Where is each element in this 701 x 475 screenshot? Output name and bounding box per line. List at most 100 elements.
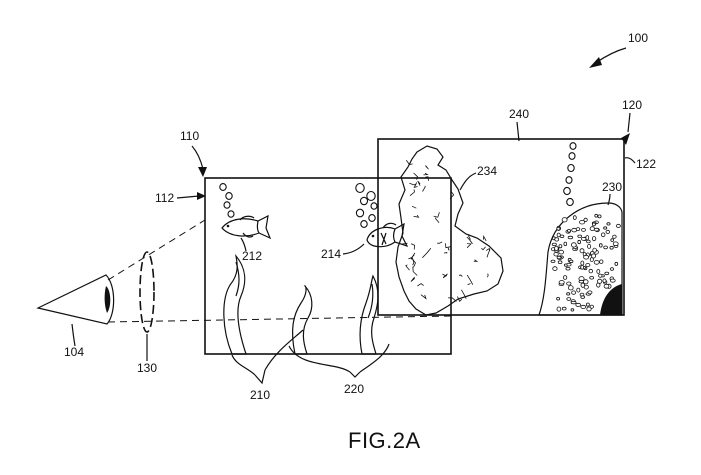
coral-dot	[556, 232, 561, 238]
coral-dot	[567, 229, 572, 233]
coral-dot	[610, 267, 614, 271]
leader-104	[71, 323, 76, 347]
coral-dot	[552, 266, 558, 271]
rock-crack	[420, 294, 427, 300]
rock-crack	[461, 289, 467, 299]
rock-crack	[445, 243, 451, 249]
coral-dot	[616, 223, 621, 228]
eye-cone	[36, 274, 115, 325]
coral-dot	[605, 229, 610, 234]
coral-dot	[577, 239, 581, 245]
coral-dot	[572, 215, 577, 220]
label-230: 230	[602, 180, 622, 194]
arrowhead-112-icon	[197, 192, 206, 200]
coral-dot	[580, 264, 584, 270]
label-104: 104	[64, 345, 84, 359]
fish-214-icon	[366, 222, 409, 248]
coral-texture	[550, 213, 621, 312]
rock-crack	[481, 246, 486, 251]
label-130: 130	[137, 361, 157, 375]
rock-crack	[405, 264, 410, 271]
coral-dot	[558, 280, 565, 285]
rock-crack	[425, 165, 429, 170]
coral-dot	[557, 260, 563, 265]
coral-dot	[566, 297, 572, 301]
coral-230	[538, 202, 623, 316]
coral-dot	[601, 232, 606, 238]
coral-dot	[593, 260, 600, 265]
rock-crack	[467, 283, 471, 286]
rock-crack	[411, 254, 415, 263]
rock-crack	[483, 235, 487, 242]
coral-dot	[583, 279, 589, 285]
coral-dot	[562, 275, 568, 280]
plant-1	[223, 253, 247, 355]
label-214: 214	[321, 247, 341, 261]
coral-dot	[579, 219, 586, 225]
coral-dot	[603, 245, 608, 250]
coral-dot	[591, 253, 596, 259]
coral-dot	[603, 226, 608, 230]
label-100: 100	[628, 31, 648, 45]
rock-crack	[422, 185, 426, 192]
rock-crack	[466, 236, 473, 244]
coral-dot	[558, 249, 564, 255]
focus-ring-130: 130	[137, 251, 157, 375]
rock-crack	[435, 217, 440, 223]
coral-dot	[589, 304, 594, 309]
coral-dot	[583, 254, 589, 260]
system-reference: 100	[589, 31, 648, 68]
coral-dot	[592, 222, 596, 227]
coral-dot	[576, 287, 581, 293]
rock-234	[395, 145, 504, 316]
label-240: 240	[509, 107, 529, 121]
rock-crack	[457, 296, 463, 302]
coral-dot	[570, 300, 577, 305]
figure-caption: FIG.2A	[348, 428, 421, 453]
rock-crack	[458, 274, 463, 277]
rock-outline	[395, 145, 504, 316]
coral-dot	[561, 217, 568, 223]
coral-dot	[603, 283, 610, 289]
brace-210: 210	[231, 329, 304, 402]
coral-dot	[606, 222, 611, 226]
plant-3	[359, 274, 379, 355]
rock-crack	[448, 297, 457, 302]
rock-texture	[402, 159, 491, 302]
sight-line-lower	[107, 315, 452, 323]
near-bubbles-right	[355, 182, 378, 228]
coral-dot	[556, 226, 561, 231]
rock-crack	[437, 241, 443, 244]
leader-112	[176, 195, 200, 199]
coral-dot	[566, 262, 572, 267]
coral-dot	[563, 241, 568, 247]
plant-2	[291, 285, 313, 355]
coral-dot	[580, 304, 587, 309]
rock-crack	[413, 214, 420, 218]
coral-dot	[581, 227, 586, 232]
rock-crack	[422, 247, 432, 258]
coral-dot	[550, 259, 556, 263]
rock-crack	[408, 257, 412, 260]
label-122: 122	[636, 157, 656, 171]
label-212: 212	[242, 249, 262, 263]
rock-crack	[410, 243, 416, 250]
leader-214	[342, 243, 365, 255]
rock-crack	[442, 273, 447, 279]
far-display-frame	[377, 138, 625, 316]
rock-crack	[413, 182, 418, 189]
coral-dot	[604, 271, 610, 276]
coral-dot	[583, 217, 588, 222]
leader-234	[459, 172, 477, 191]
coral-dot	[609, 278, 616, 283]
arrow-100-icon	[596, 47, 627, 63]
coral-dot	[589, 226, 595, 231]
coral-dot	[553, 251, 559, 257]
coral-dot	[565, 267, 571, 271]
leader-122	[624, 157, 636, 164]
rock-crack	[485, 247, 491, 252]
coral-dot	[583, 284, 589, 290]
label-220: 220	[344, 382, 364, 396]
coral-dot	[556, 297, 560, 301]
coral-dot	[587, 243, 592, 249]
